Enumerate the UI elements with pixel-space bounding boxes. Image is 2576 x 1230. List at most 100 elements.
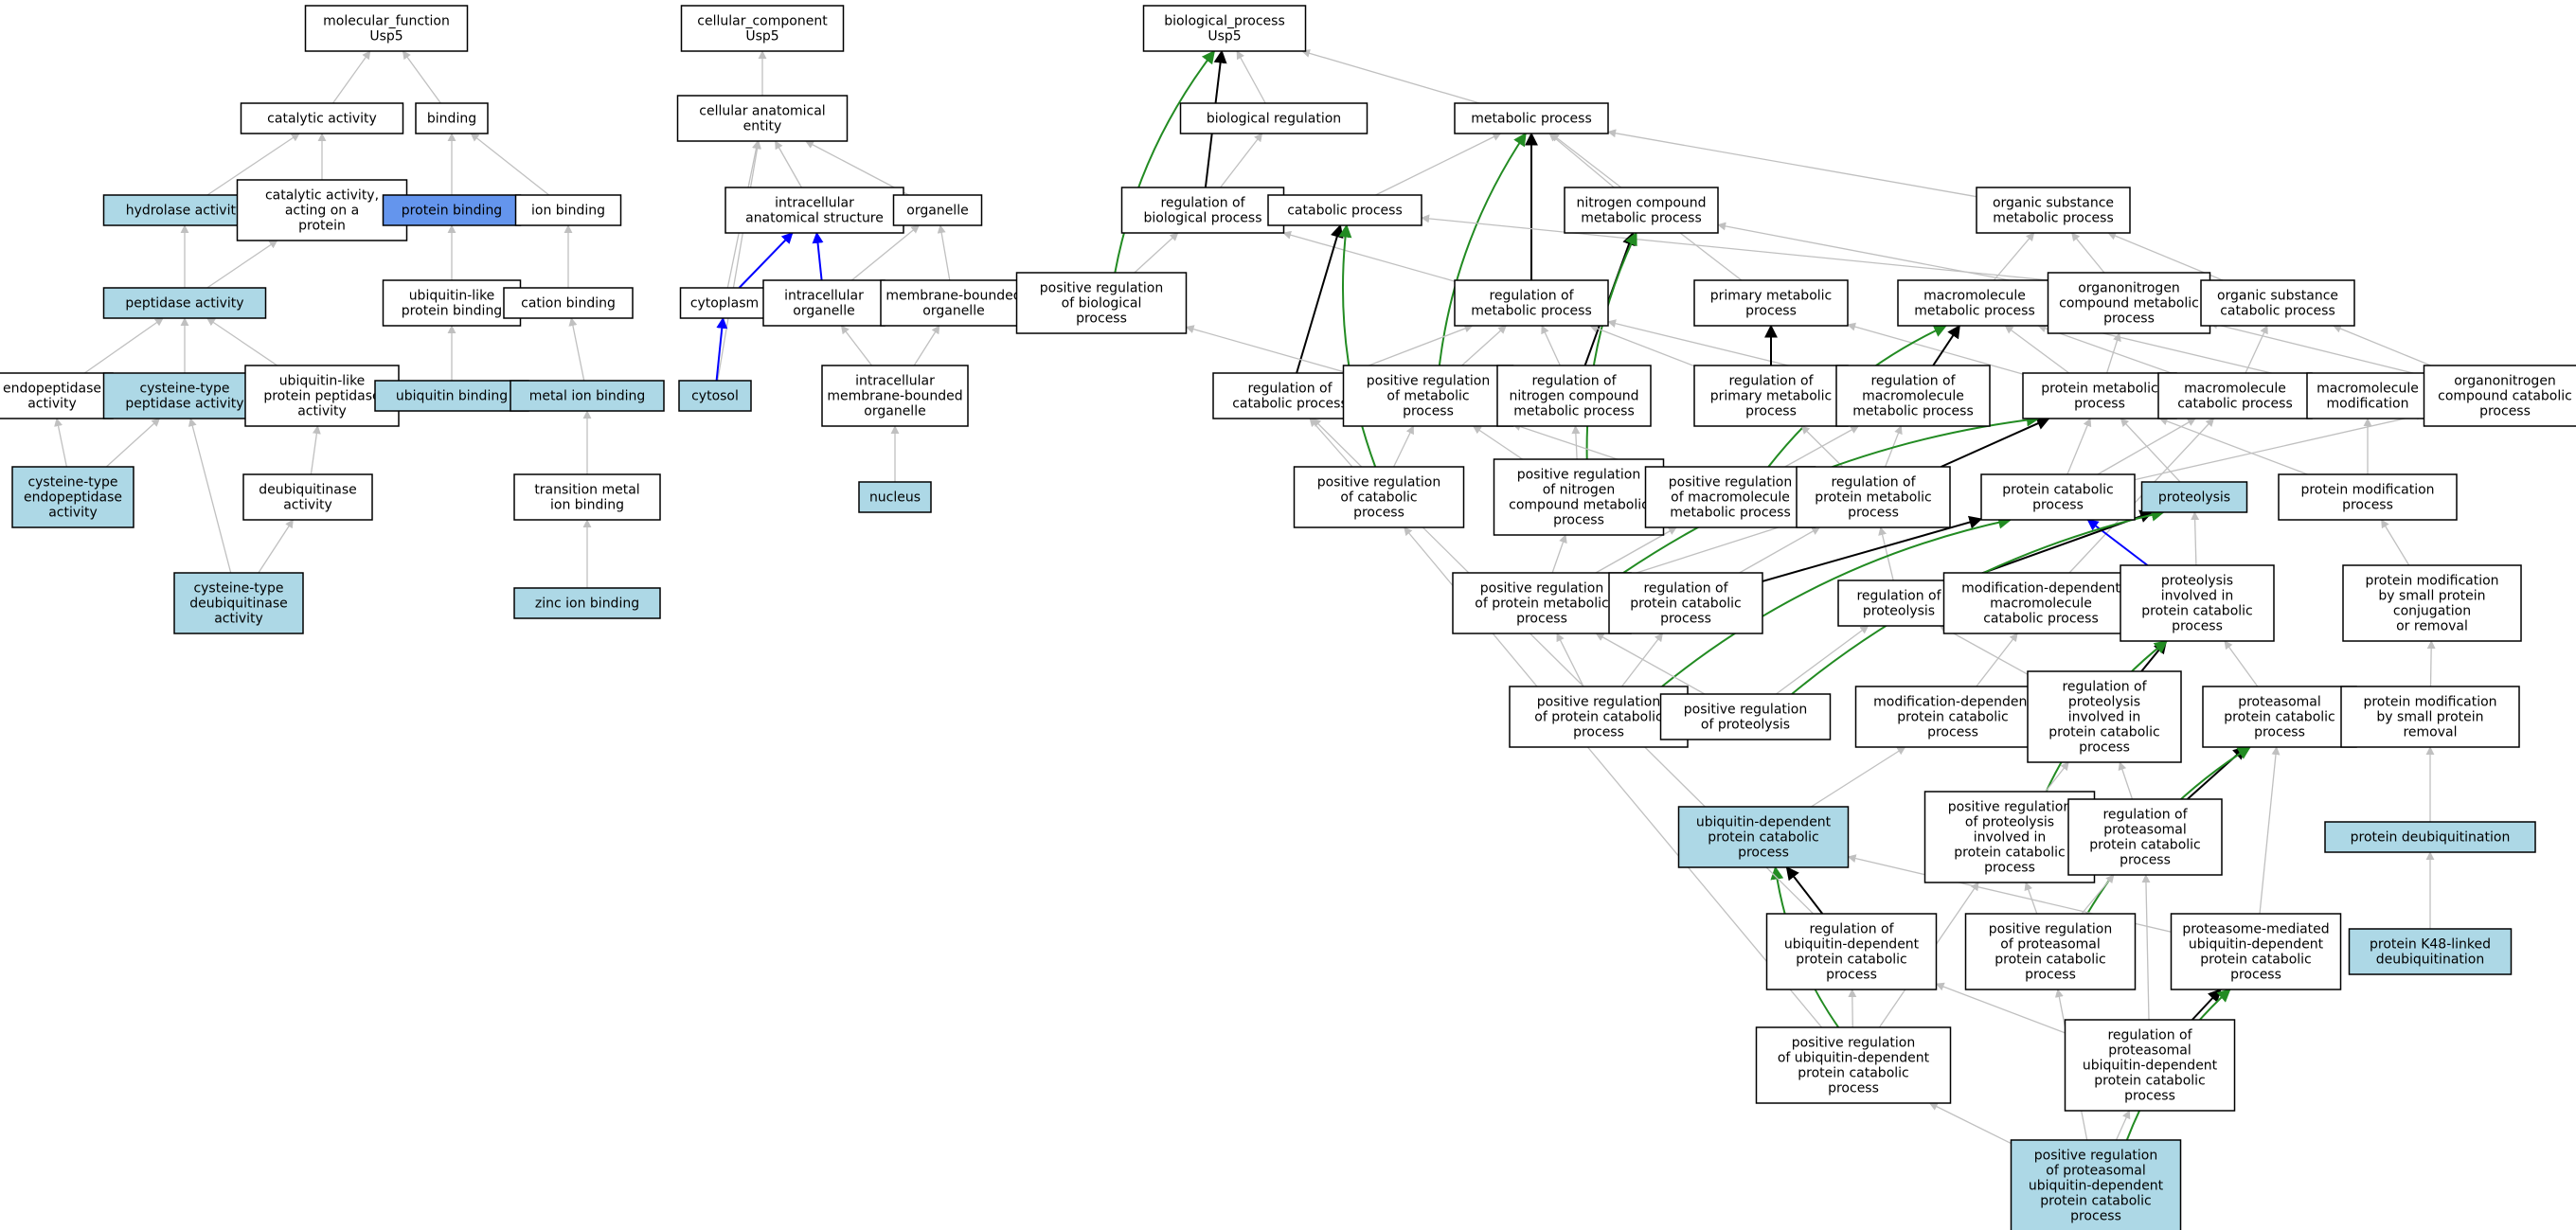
go-term-node-proteasome-ubiquitin-pcp[interactable]: proteasome-mediatedubiquitin-dependentpr… bbox=[2170, 913, 2342, 990]
node-box[interactable] bbox=[1179, 102, 1368, 134]
node-box[interactable] bbox=[236, 179, 408, 241]
node-box[interactable] bbox=[1267, 194, 1422, 226]
node-box[interactable] bbox=[1564, 187, 1719, 234]
go-term-node-catalytic-activity[interactable]: catalytic activity bbox=[240, 102, 404, 134]
node-box[interactable] bbox=[2202, 686, 2357, 748]
go-term-node-reg-proteasomal-ubiquitin-pcp[interactable]: regulation ofproteasomalubiquitin-depend… bbox=[2064, 1019, 2236, 1112]
go-term-node-cytosol[interactable]: cytosol bbox=[678, 380, 752, 412]
node-box[interactable] bbox=[304, 5, 469, 52]
node-box[interactable] bbox=[510, 380, 665, 412]
node-box[interactable] bbox=[1980, 473, 2136, 521]
node-box[interactable] bbox=[1693, 365, 1849, 427]
node-box[interactable] bbox=[382, 279, 522, 327]
node-box[interactable] bbox=[762, 279, 886, 327]
node-box[interactable] bbox=[1854, 686, 2051, 748]
node-box[interactable] bbox=[1142, 5, 1307, 52]
go-term-node-cytoplasm[interactable]: cytoplasm bbox=[679, 287, 770, 319]
node-box[interactable] bbox=[2278, 473, 2458, 521]
node-box[interactable] bbox=[1509, 686, 1689, 748]
node-box[interactable] bbox=[1942, 572, 2139, 634]
node-box[interactable] bbox=[679, 287, 770, 319]
node-box[interactable] bbox=[676, 95, 849, 142]
node-box[interactable] bbox=[1837, 579, 1960, 627]
node-box[interactable] bbox=[1693, 279, 1849, 327]
node-box[interactable] bbox=[1452, 572, 1632, 634]
node-box[interactable] bbox=[382, 194, 522, 226]
node-box[interactable] bbox=[503, 287, 634, 319]
node-box[interactable] bbox=[173, 572, 304, 634]
go-term-node-metabolic-process[interactable]: metabolic process bbox=[1454, 102, 1609, 134]
node-box[interactable] bbox=[1015, 272, 1188, 334]
node-box[interactable] bbox=[1212, 372, 1368, 419]
go-term-node-protein-binding[interactable]: protein binding bbox=[382, 194, 522, 226]
node-box[interactable] bbox=[2340, 686, 2520, 748]
node-box[interactable] bbox=[2010, 1139, 2182, 1230]
node-box[interactable] bbox=[374, 380, 529, 412]
go-term-node-binding[interactable]: binding bbox=[415, 102, 489, 134]
node-box[interactable] bbox=[1765, 913, 1938, 990]
node-box[interactable] bbox=[240, 102, 404, 134]
node-box[interactable] bbox=[11, 466, 134, 528]
node-box[interactable] bbox=[242, 473, 373, 521]
go-term-node-organelle[interactable]: organelle bbox=[892, 194, 983, 226]
node-box[interactable] bbox=[678, 380, 752, 412]
node-box[interactable] bbox=[513, 587, 661, 619]
go-term-node-proteolysis[interactable]: proteolysis bbox=[2140, 481, 2248, 513]
node-box[interactable] bbox=[2200, 279, 2355, 327]
node-box[interactable] bbox=[858, 481, 932, 513]
node-box[interactable] bbox=[1964, 913, 2137, 990]
node-box[interactable] bbox=[1923, 791, 2096, 883]
node-box[interactable] bbox=[102, 372, 267, 419]
go-term-node-peptidase-activity[interactable]: peptidase activity bbox=[102, 287, 267, 319]
node-box[interactable] bbox=[880, 279, 1028, 327]
go-term-node-catabolic-process[interactable]: catabolic process bbox=[1267, 194, 1422, 226]
go-term-node-reg-ubiquitin-dep-pcp[interactable]: regulation ofubiquitin-dependentprotein … bbox=[1765, 913, 1938, 990]
node-box[interactable] bbox=[2348, 928, 2513, 975]
go-term-node-bio-regulation[interactable]: biological regulation bbox=[1179, 102, 1368, 134]
node-box[interactable] bbox=[513, 473, 661, 521]
node-box[interactable] bbox=[1659, 693, 1832, 740]
node-box[interactable] bbox=[2067, 798, 2223, 876]
node-box[interactable] bbox=[2022, 372, 2177, 419]
node-box[interactable] bbox=[2170, 913, 2342, 990]
node-box[interactable] bbox=[1342, 365, 1514, 427]
